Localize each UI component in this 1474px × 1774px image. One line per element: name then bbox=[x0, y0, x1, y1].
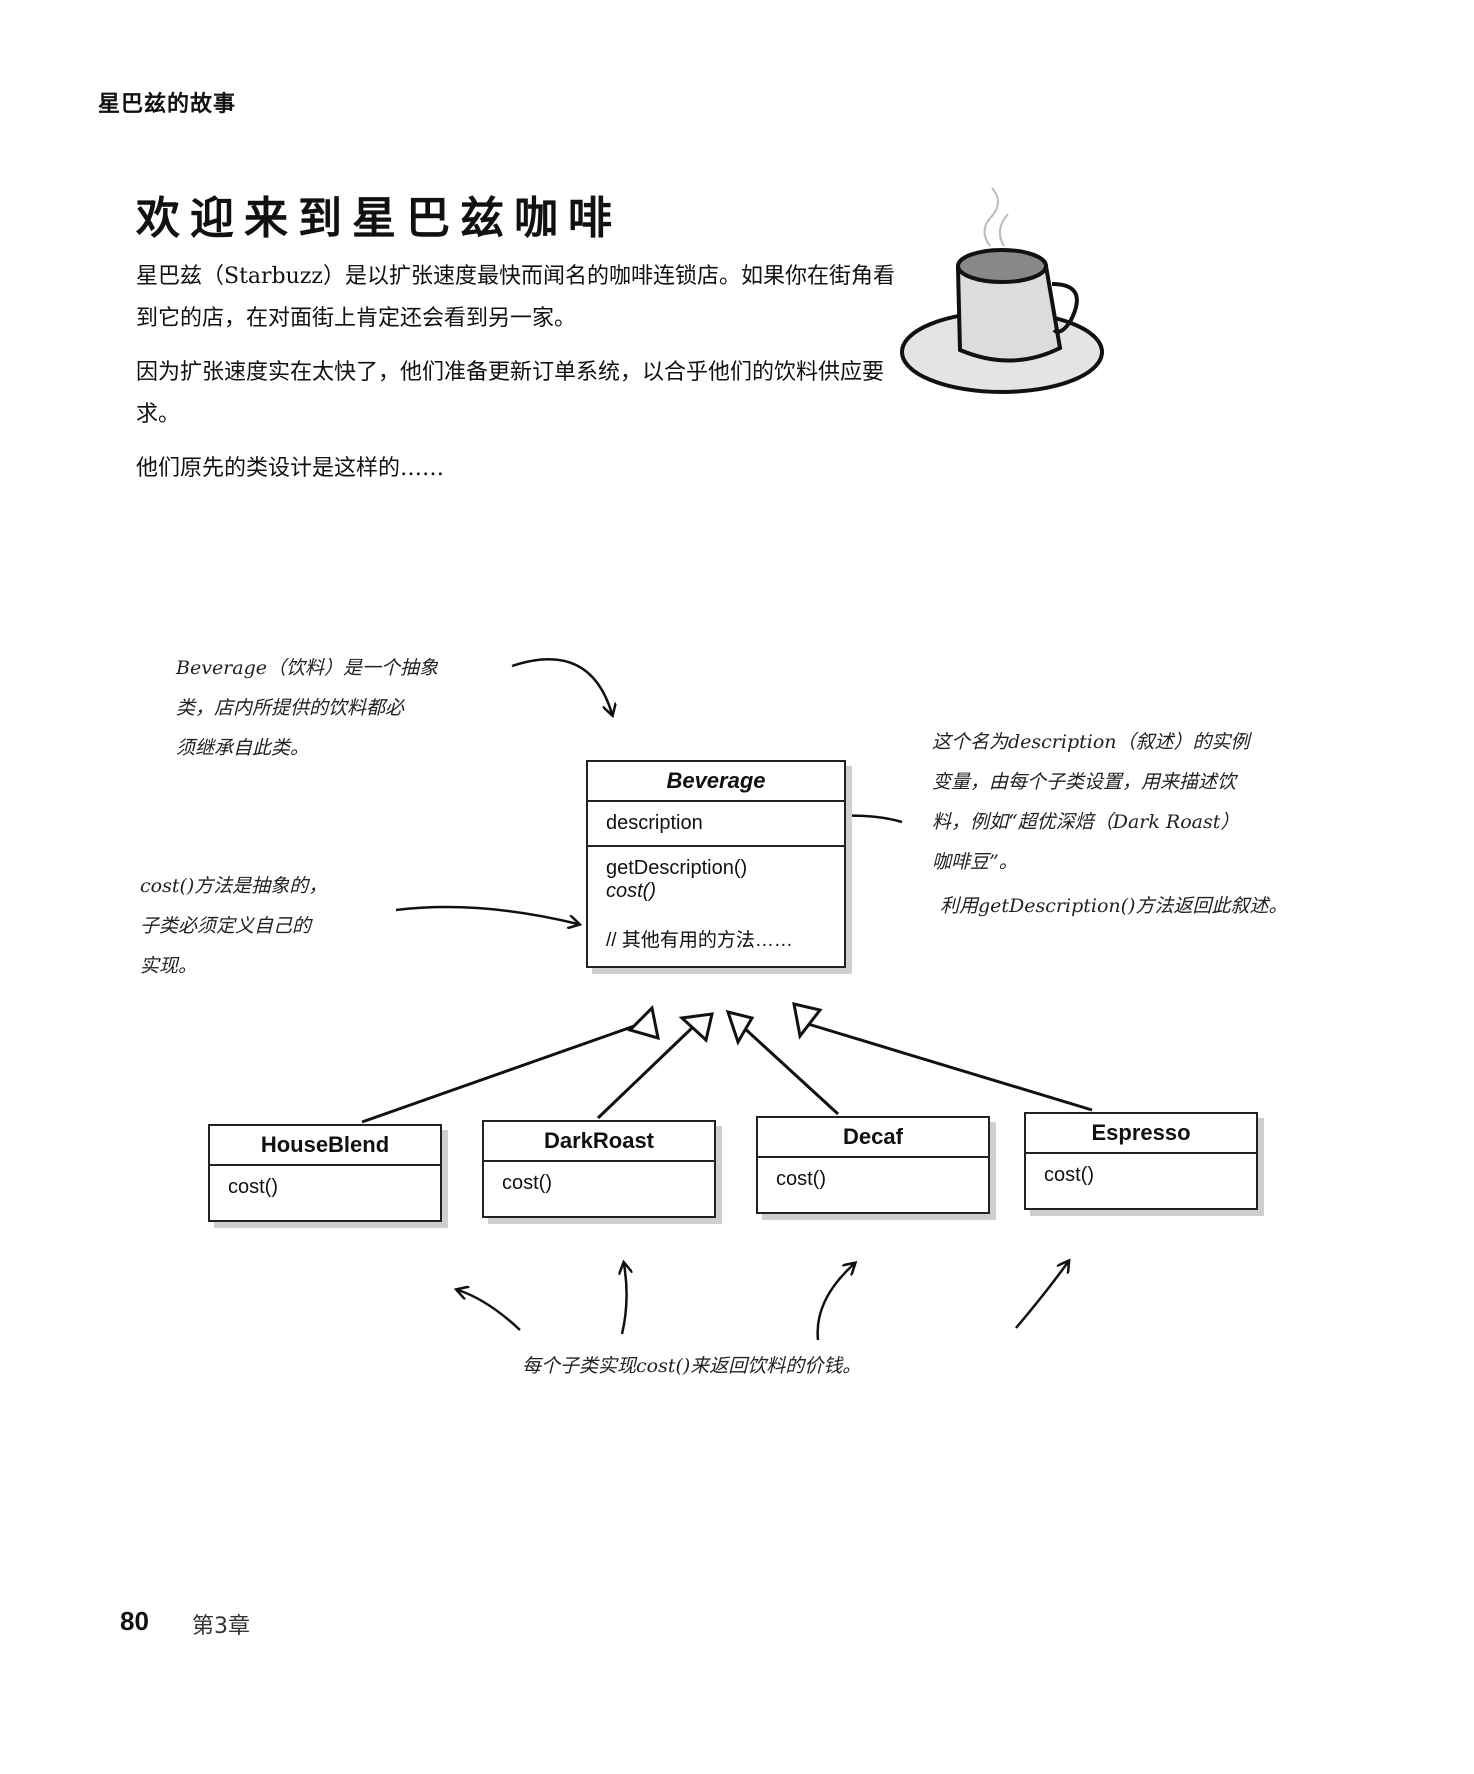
intro-paragraph-2: 因为扩张速度实在太快了，他们准备更新订单系统，以合乎他们的饮料供应要求。 bbox=[136, 360, 885, 427]
class-method: cost() bbox=[228, 1176, 278, 1198]
uml-class-houseblend: HouseBlend cost() bbox=[208, 1124, 442, 1222]
class-field: description bbox=[588, 802, 844, 847]
uml-class-darkroast: DarkRoast cost() bbox=[482, 1120, 716, 1218]
chapter-label: 第3章 bbox=[192, 1614, 250, 1639]
page-number: 80 bbox=[120, 1606, 149, 1636]
class-method: cost() bbox=[1044, 1164, 1094, 1186]
note-description-variable: 这个名为description（叙述）的实例 变量，由每个子类设置，用来描述饮 … bbox=[932, 731, 1250, 873]
method-comment: // 其他有用的方法…… bbox=[606, 930, 793, 951]
class-name: DarkRoast bbox=[484, 1122, 714, 1162]
page-title: 欢迎来到星巴兹咖啡 bbox=[136, 193, 622, 244]
uml-class-espresso: Espresso cost() bbox=[1024, 1112, 1258, 1210]
class-name: Beverage bbox=[588, 762, 844, 802]
note-subclass-cost: 每个子类实现cost()来返回饮料的价钱。 bbox=[522, 1355, 862, 1377]
class-method: cost() bbox=[776, 1168, 826, 1190]
method-get-description: getDescription() bbox=[606, 857, 748, 879]
class-methods: getDescription() cost() // 其他有用的方法…… bbox=[588, 847, 844, 966]
intro-paragraph-3: 他们原先的类设计是这样的…… bbox=[136, 456, 445, 481]
running-head: 星巴兹的故事 bbox=[98, 92, 237, 117]
uml-class-decaf: Decaf cost() bbox=[756, 1116, 990, 1214]
class-name: Espresso bbox=[1026, 1114, 1256, 1154]
note-cost-abstract: cost()方法是抽象的， 子类必须定义自己的 实现。 bbox=[140, 875, 328, 977]
class-name: HouseBlend bbox=[210, 1126, 440, 1166]
intro-text: 星巴兹（Starbuzz）是以扩张速度最快而闻名的咖啡连锁店。如果你在街角看到它… bbox=[136, 256, 896, 502]
method-cost: cost() bbox=[606, 880, 656, 902]
class-name: Decaf bbox=[758, 1118, 988, 1158]
note-get-description: 利用getDescription()方法返回此叙述。 bbox=[940, 895, 1288, 917]
uml-class-beverage: Beverage description getDescription() co… bbox=[586, 760, 846, 968]
note-beverage-abstract: Beverage（饮料）是一个抽象 类，店内所提供的饮料都必 须继承自此类。 bbox=[176, 657, 439, 759]
class-method: cost() bbox=[502, 1172, 552, 1194]
intro-paragraph-1: 星巴兹（Starbuzz）是以扩张速度最快而闻名的咖啡连锁店。如果你在街角看到它… bbox=[136, 264, 895, 331]
